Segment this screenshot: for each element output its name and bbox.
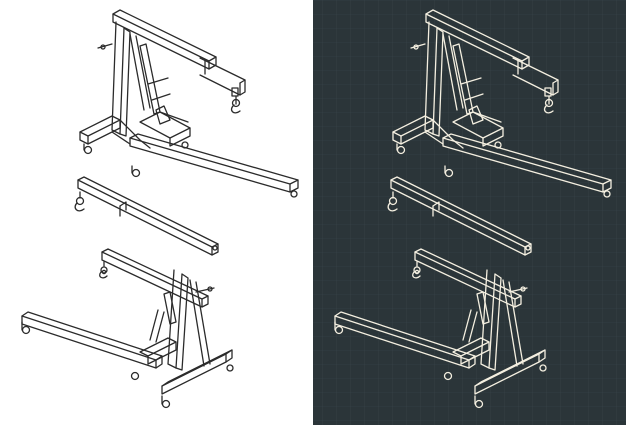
drawing-stage [21, 0, 626, 425]
crane-drawing [21, 0, 626, 425]
